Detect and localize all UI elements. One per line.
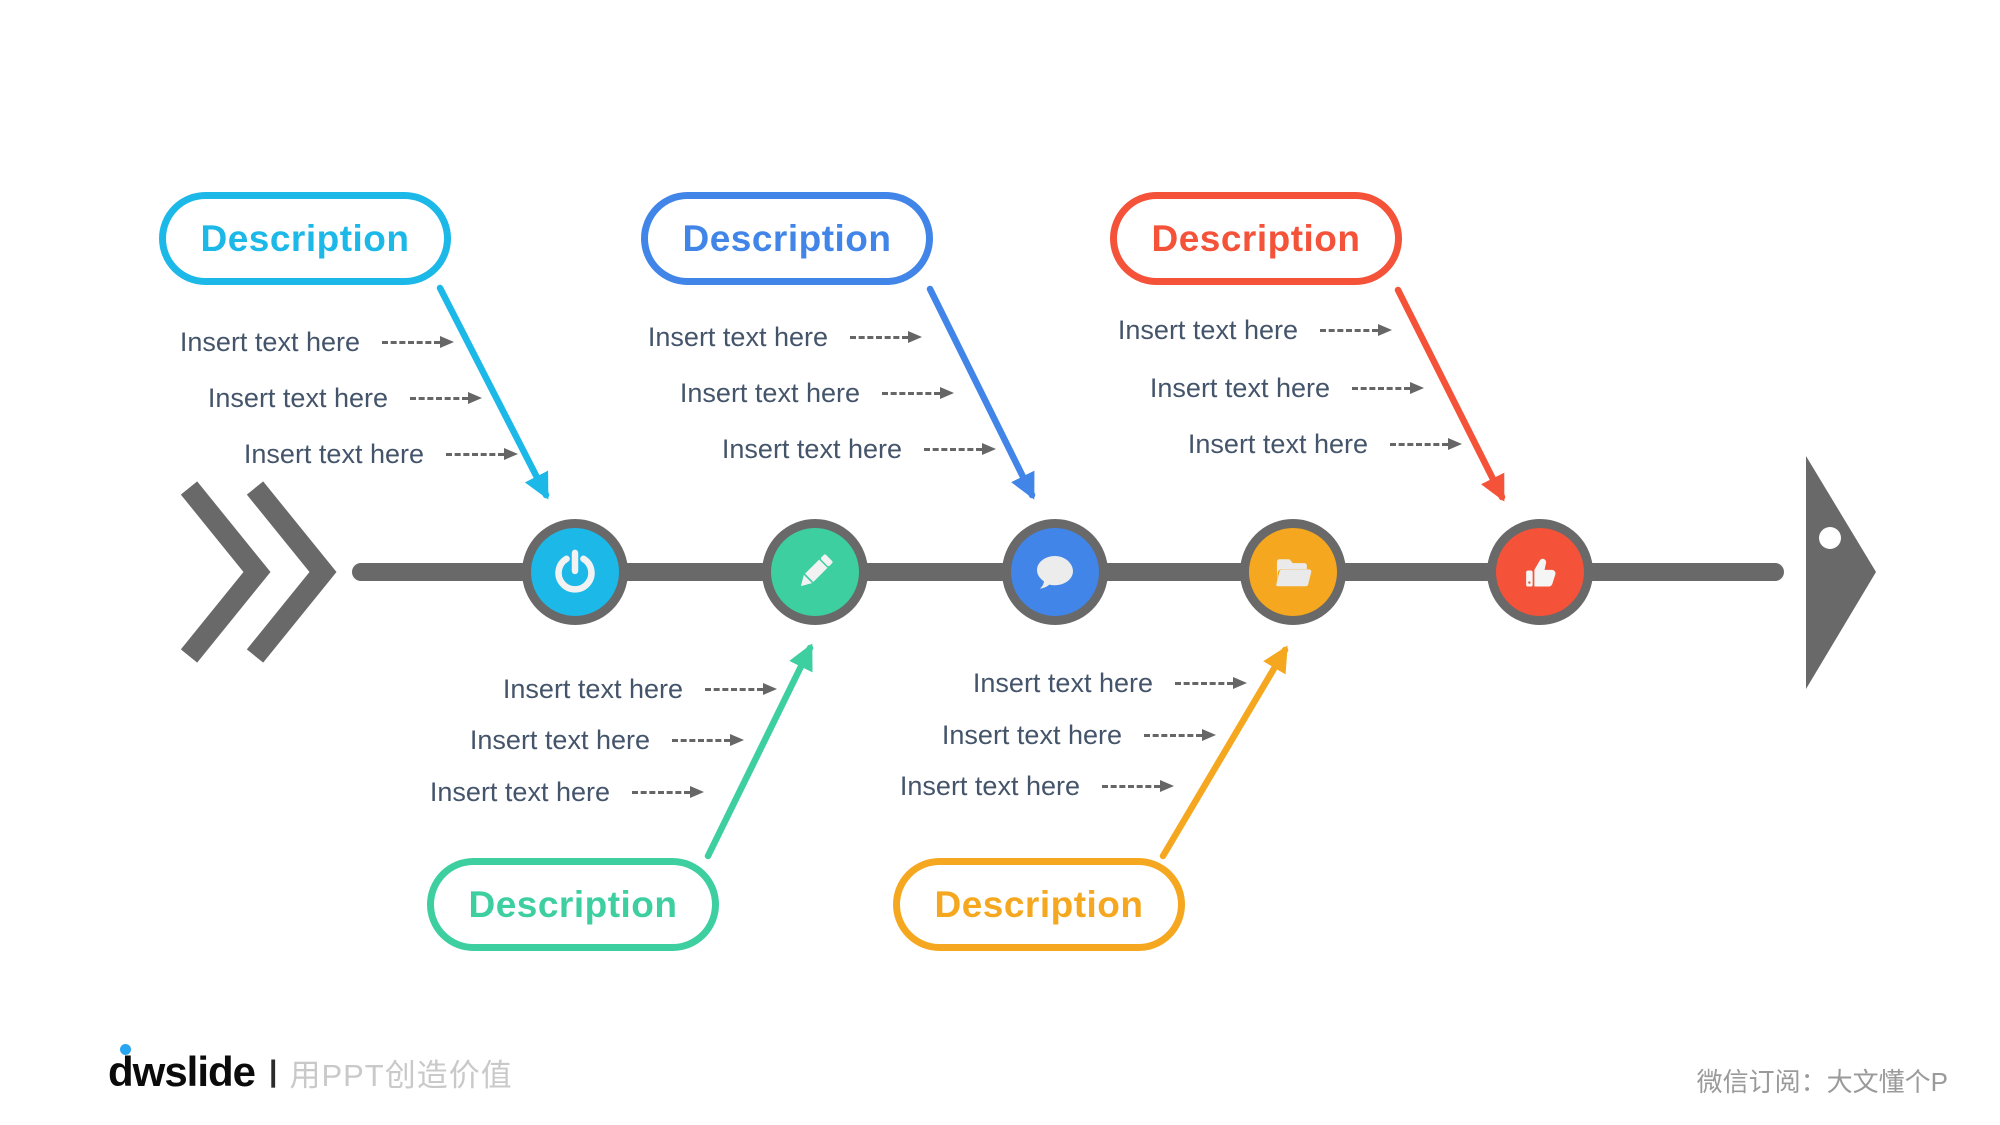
insert-text-label: Insert text here [899, 771, 1080, 801]
dashed-arrow-icon [850, 330, 922, 343]
insert-text-row: Insert text here [1117, 314, 1392, 346]
insert-text-label: Insert text here [679, 378, 860, 408]
dashed-arrow-icon [1352, 381, 1424, 394]
insert-text-label: Insert text here [1187, 429, 1368, 459]
dashed-arrow-icon [705, 682, 777, 695]
description-label: Description [1151, 217, 1361, 259]
pencil-icon [800, 554, 833, 587]
insert-text-row: Insert text here [1149, 372, 1424, 404]
dashed-arrow-icon [882, 386, 954, 399]
insert-text-label: Insert text here [941, 720, 1122, 750]
dashed-arrow-icon [672, 733, 744, 746]
arrow-head-icon [1806, 456, 1876, 689]
insert-text-row: Insert text here [721, 433, 996, 465]
insert-text-row: Insert text here [1187, 428, 1462, 460]
insert-text-label: Insert text here [1117, 315, 1298, 345]
insert-text-row: Insert text here [647, 321, 922, 353]
logo-dot-icon [120, 1044, 131, 1055]
node-folder [1240, 519, 1346, 625]
brand-tagline: 用PPT创造价值 [289, 1057, 513, 1093]
dashed-arrow-icon [446, 447, 518, 460]
description-label: Description [468, 883, 678, 925]
dashed-arrow-icon [1320, 323, 1392, 336]
dashed-arrow-icon [924, 442, 996, 455]
insert-text-row: Insert text here [899, 770, 1174, 802]
insert-text-label: Insert text here [972, 668, 1153, 698]
description-label: Description [934, 883, 1144, 925]
insert-text-label: Insert text here [502, 674, 683, 704]
insert-text-row: Insert text here [679, 377, 954, 409]
node-pencil [762, 519, 868, 625]
brand-logo: dwslide [108, 1044, 256, 1096]
insert-text-label: Insert text here [469, 725, 650, 755]
insert-text-row: Insert text here [207, 382, 482, 414]
insert-text-row: Insert text here [502, 673, 777, 705]
dashed-arrow-icon [410, 391, 482, 404]
wechat-subscription-text: 微信订阅：大文懂个P [1696, 1067, 1948, 1097]
insert-text-row: Insert text here [941, 719, 1216, 751]
insert-text-label: Insert text here [243, 439, 424, 469]
footer-brand: dwslide | 用PPT创造价值 [108, 1044, 513, 1096]
power-icon [555, 549, 595, 593]
description-label: Description [200, 217, 410, 259]
dashed-arrow-icon [382, 335, 454, 348]
description-pill-cyan: Description [159, 192, 451, 285]
description-pill-red: Description [1110, 192, 1402, 285]
description-pill-blue: Description [641, 192, 933, 285]
insert-text-row: Insert text here [972, 667, 1247, 699]
chat-icon [1037, 555, 1073, 589]
description-label: Description [682, 217, 892, 259]
dashed-arrow-icon [1390, 437, 1462, 450]
insert-text-label: Insert text here [647, 322, 828, 352]
insert-text-row: Insert text here [469, 724, 744, 756]
description-pill-green: Description [427, 858, 719, 951]
insert-text-row: Insert text here [429, 776, 704, 808]
logo-text: dwslide [108, 1048, 256, 1095]
logo-separator: | [269, 1055, 278, 1088]
dashed-arrow-icon [632, 785, 704, 798]
connector-arrow-red [1394, 286, 1506, 502]
insert-text-label: Insert text here [207, 383, 388, 413]
thumbs-up-icon [1526, 558, 1556, 587]
folder-icon [1276, 559, 1312, 587]
insert-text-row: Insert text here [243, 438, 518, 470]
node-chat [1002, 519, 1108, 625]
node-thumbs-up [1487, 519, 1593, 625]
dashed-arrow-icon [1144, 728, 1216, 741]
insert-text-label: Insert text here [429, 777, 610, 807]
dashed-arrow-icon [1175, 676, 1247, 689]
insert-text-label: Insert text here [1149, 373, 1330, 403]
dashed-arrow-icon [1102, 779, 1174, 792]
insert-text-label: Insert text here [179, 327, 360, 357]
insert-text-row: Insert text here [179, 326, 454, 358]
description-pill-orange: Description [893, 858, 1185, 951]
insert-text-label: Insert text here [721, 434, 902, 464]
node-power [522, 519, 628, 625]
double-chevron-icon [180, 481, 337, 663]
